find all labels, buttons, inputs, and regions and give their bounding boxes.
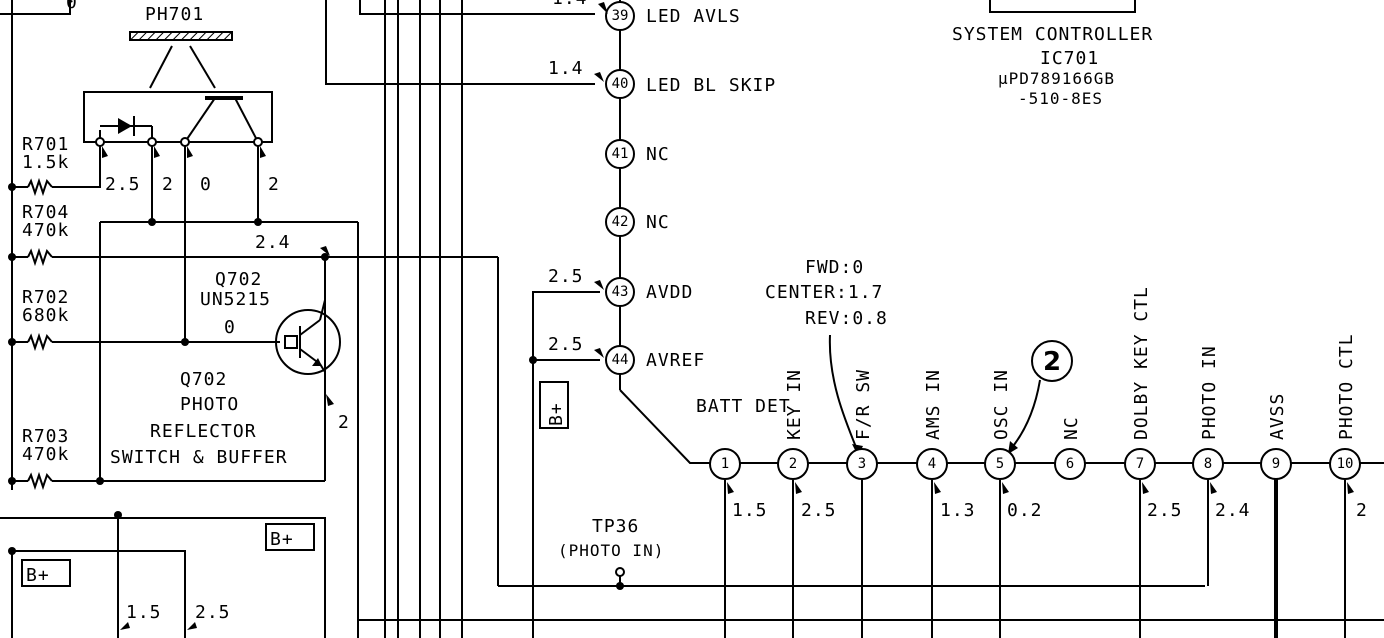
fr-sw-fwd: FWD:0 bbox=[805, 257, 864, 278]
pin-name: LED BL SKIP bbox=[646, 75, 776, 96]
r704-value: 470k bbox=[22, 220, 69, 241]
b-plus-label: B+ bbox=[270, 529, 294, 550]
ph701-v-a: 2.5 bbox=[105, 174, 141, 195]
ic-part: µPD789166GB bbox=[998, 69, 1115, 88]
ic-pins-bottom: 1 BATT DET 1.5 2 KEY IN 2.5 3 F/R SW 4 A… bbox=[696, 286, 1368, 521]
pin-name: BATT DET bbox=[696, 396, 791, 417]
pin-number: 7 bbox=[1136, 456, 1144, 472]
pin-number: 9 bbox=[1272, 456, 1280, 472]
pin-name: KEY IN bbox=[784, 369, 805, 440]
pin-name: NC bbox=[646, 212, 670, 233]
pin-voltage: 2.4 bbox=[1215, 500, 1251, 521]
resistor-symbols bbox=[27, 177, 53, 491]
pin-number: 40 bbox=[612, 76, 629, 92]
q702-ref: Q702 bbox=[215, 269, 262, 290]
ph701-v-c: 0 bbox=[200, 174, 212, 195]
q702-desc-ref: Q702 bbox=[180, 369, 227, 390]
pin-number: 8 bbox=[1204, 456, 1212, 472]
pin-number: 42 bbox=[612, 214, 629, 230]
lower-voltage-a: 1.5 bbox=[126, 602, 162, 623]
b-plus-label: B+ bbox=[26, 565, 50, 586]
top-left-value: 0 bbox=[66, 0, 78, 13]
pin-name: DOLBY KEY CTL bbox=[1131, 286, 1152, 440]
pin-voltage: 0.2 bbox=[1007, 500, 1043, 521]
pin-number: 44 bbox=[612, 352, 629, 368]
ph701-v-b: 2 bbox=[162, 174, 174, 195]
pin-number: 5 bbox=[996, 456, 1004, 472]
q702-desc-line1: PHOTO bbox=[180, 394, 239, 415]
pin-name: OSC IN bbox=[991, 369, 1012, 440]
ic-title: SYSTEM CONTROLLER bbox=[952, 24, 1153, 45]
waveform-ref: 2 bbox=[1043, 347, 1061, 377]
r704-ref: R704 bbox=[22, 202, 69, 223]
pin-name: PHOTO IN bbox=[1199, 345, 1220, 440]
r702-value: 680k bbox=[22, 305, 69, 326]
r703-value: 470k bbox=[22, 444, 69, 465]
pin-number: 41 bbox=[612, 146, 629, 162]
tp36-ref: TP36 bbox=[592, 516, 639, 537]
r701-ref: R701 bbox=[22, 134, 69, 155]
pin-voltage: 2.5 bbox=[1147, 500, 1183, 521]
ph701-ref: PH701 bbox=[145, 4, 204, 25]
pin-name: AVSS bbox=[1267, 393, 1288, 440]
pin-voltage: 1.4 bbox=[548, 58, 584, 79]
pin-name: LED AVLS bbox=[646, 6, 741, 27]
lower-voltage-b: 2.5 bbox=[195, 602, 231, 623]
tp36-label: (PHOTO IN) bbox=[558, 541, 664, 560]
pin-name: AMS IN bbox=[923, 369, 944, 440]
q702-v-emitter: 2 bbox=[338, 412, 350, 433]
ic-pins-vertical: 39 LED AVLS 1.4 40 LED BL SKIP 1.4 41 NC… bbox=[548, 0, 776, 375]
r701-value: 1.5k bbox=[22, 152, 69, 173]
pin-number: 2 bbox=[789, 456, 797, 472]
pin-number: 39 bbox=[612, 8, 629, 24]
pin-name: F/R SW bbox=[853, 369, 874, 440]
pin-voltage: 1.5 bbox=[732, 500, 768, 521]
fr-sw-rev: REV:0.8 bbox=[805, 308, 888, 329]
pin-voltage: 1.3 bbox=[940, 500, 976, 521]
junction-dots bbox=[8, 137, 625, 590]
b-plus-label: B+ bbox=[546, 402, 567, 426]
r703-ref: R703 bbox=[22, 426, 69, 447]
pin-name: AVREF bbox=[646, 350, 705, 371]
r702-ref: R702 bbox=[22, 287, 69, 308]
pin-voltage: 1.4 bbox=[552, 0, 588, 9]
q702-desc-line2: REFLECTOR bbox=[150, 421, 257, 442]
q702-part: UN5215 bbox=[200, 289, 271, 310]
pin-number: 3 bbox=[858, 456, 866, 472]
pin-number: 43 bbox=[612, 284, 629, 300]
q702-v-base: 0 bbox=[224, 317, 236, 338]
q702-desc-line3: SWITCH & BUFFER bbox=[110, 447, 288, 468]
ph701-v-d: 2 bbox=[268, 174, 280, 195]
pin-name: NC bbox=[646, 144, 670, 165]
ic-ref: IC701 bbox=[1040, 48, 1099, 69]
pin-name: PHOTO CTL bbox=[1336, 333, 1357, 440]
ic-suffix: -510-8ES bbox=[1018, 89, 1103, 108]
pin-number: 10 bbox=[1337, 456, 1354, 472]
pin-voltage: 2.5 bbox=[548, 334, 584, 355]
net-voltage-2-4: 2.4 bbox=[255, 232, 291, 253]
pin-name: NC bbox=[1061, 416, 1082, 440]
voltage-arrow-marks bbox=[102, 2, 1354, 630]
pin-number: 6 bbox=[1066, 456, 1074, 472]
pin-name: AVDD bbox=[646, 282, 693, 303]
pin-number: 4 bbox=[928, 456, 936, 472]
pin-voltage: 2.5 bbox=[548, 266, 584, 287]
pin-voltage: 2 bbox=[1356, 500, 1368, 521]
fr-sw-center: CENTER:1.7 bbox=[765, 282, 883, 303]
pin-number: 1 bbox=[721, 456, 729, 472]
pin-voltage: 2.5 bbox=[801, 500, 837, 521]
